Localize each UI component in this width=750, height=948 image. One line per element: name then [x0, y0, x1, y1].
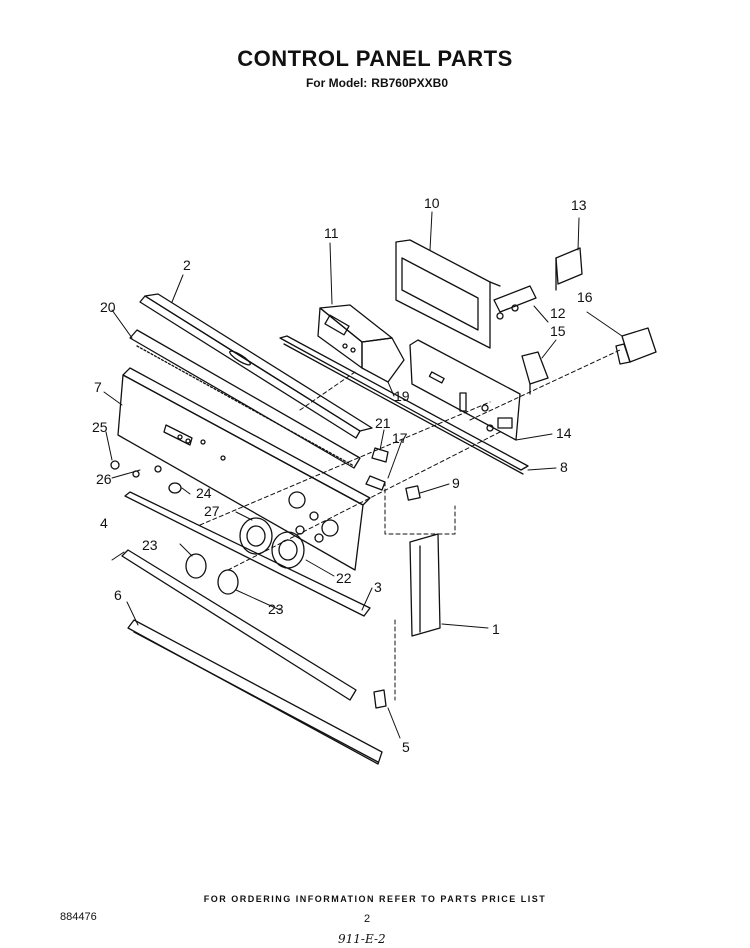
part-9-clip — [405, 485, 421, 501]
callout-25: 25 — [92, 419, 108, 435]
callout-1: 1 — [492, 621, 500, 637]
callout-labels: 1 2 3 4 5 6 7 8 9 10 11 12 13 14 15 16 1… — [92, 195, 593, 755]
callout-23-upper: 23 — [142, 537, 158, 553]
callout-8: 8 — [560, 459, 568, 475]
callout-16: 16 — [577, 289, 593, 305]
part-24-indicator — [168, 482, 182, 494]
part-1-side-bracket — [409, 533, 441, 637]
callout-5: 5 — [402, 739, 410, 755]
part-3-lower-trim — [124, 491, 371, 617]
callout-13: 13 — [571, 197, 587, 213]
part-15-switch — [521, 351, 549, 395]
page-title: CONTROL PANEL PARTS — [237, 46, 513, 71]
callout-20: 20 — [100, 299, 116, 315]
part-16-infinite-switch — [615, 327, 657, 365]
callout-7: 7 — [94, 379, 102, 395]
callout-15: 15 — [550, 323, 566, 339]
callout-27: 27 — [204, 503, 220, 519]
part-23-knob-lower — [217, 569, 239, 595]
callout-2: 2 — [183, 257, 191, 273]
callout-26: 26 — [96, 471, 112, 487]
callout-19: 19 — [394, 388, 410, 404]
part-22-knob-bezel — [271, 531, 305, 569]
part-25-screw — [110, 460, 120, 470]
part-6-base-rail — [127, 619, 383, 765]
callout-24: 24 — [196, 485, 212, 501]
callout-22: 22 — [336, 570, 352, 586]
callout-17: 17 — [392, 430, 408, 446]
part-27-knob-bezel — [239, 517, 273, 555]
part-20-vent-strip — [129, 329, 361, 469]
callout-11: 11 — [324, 225, 339, 241]
part-17-spacer — [365, 475, 386, 491]
callout-21: 21 — [375, 415, 391, 431]
callout-3: 3 — [374, 579, 382, 595]
part-11-clock-module — [317, 304, 405, 383]
part-7-control-panel — [117, 367, 371, 571]
model-subtitle: For Model:RB760PXXB0 — [0, 76, 750, 90]
callout-6: 6 — [114, 587, 122, 603]
part-23-knob-upper — [185, 553, 207, 579]
part-13-bracket — [555, 247, 583, 291]
part-2-top-trim — [139, 293, 373, 439]
part-26-lens — [132, 465, 162, 478]
page-number: 2 — [364, 913, 371, 925]
leader-lines — [103, 211, 623, 739]
model-number: RB760PXXB0 — [371, 76, 449, 90]
callout-10: 10 — [424, 195, 440, 211]
callout-14: 14 — [556, 425, 572, 441]
model-label: For Model: — [305, 76, 368, 90]
handwritten-code: 911-E-2 — [338, 932, 386, 946]
document-number: 884476 — [60, 911, 97, 923]
callout-12: 12 — [550, 305, 566, 321]
part-10-display-bracket — [395, 239, 501, 349]
callout-9: 9 — [452, 475, 460, 491]
part-14-control-board — [409, 339, 521, 441]
part-21-clip — [371, 447, 389, 463]
part-12-connector — [493, 285, 537, 320]
ordering-note: FOR ORDERING INFORMATION REFER TO PARTS … — [203, 894, 547, 904]
callout-4: 4 — [100, 515, 108, 531]
callout-23-lower: 23 — [268, 601, 284, 617]
part-8-support-bar — [279, 335, 529, 475]
part-4-bottom-trim — [121, 549, 357, 701]
part-5-clip — [373, 689, 387, 709]
